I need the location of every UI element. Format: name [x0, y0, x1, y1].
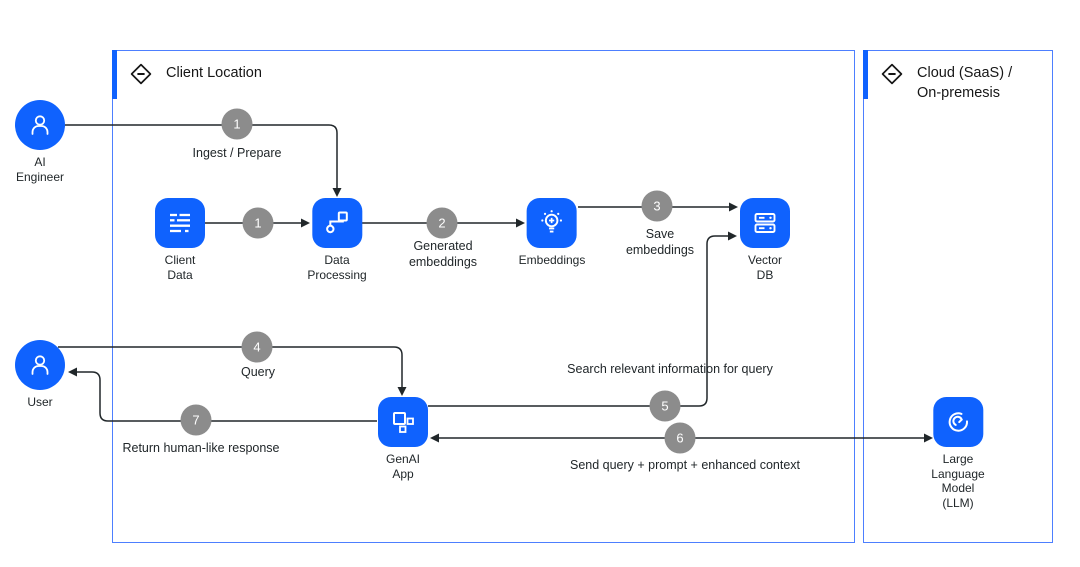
step-number: 5	[661, 398, 669, 414]
node-user: User	[15, 340, 65, 410]
node-data-processing: Data Processing	[307, 198, 367, 282]
step-badge-1-data: 1	[242, 207, 274, 239]
step-badge-1-ingest: 1	[221, 108, 253, 140]
database-servers-icon	[740, 198, 790, 248]
step-badge-7: 7	[180, 404, 212, 436]
step-number: 7	[192, 412, 200, 428]
cloud-container	[862, 49, 1053, 543]
container-accent-bar	[862, 49, 868, 99]
step-badge-2: 2	[426, 207, 458, 239]
step-number: 2	[438, 215, 446, 231]
idea-lightbulb-icon	[527, 198, 577, 248]
step-badge-5: 5	[649, 390, 681, 422]
step-number: 4	[253, 339, 261, 355]
container-accent-bar	[111, 49, 117, 99]
node-genai-app: GenAI App	[378, 397, 428, 481]
node-client-data: Client Data	[155, 198, 205, 282]
client-location-header: Client Location	[129, 62, 262, 86]
node-llm: Large Language Model (LLM)	[931, 397, 985, 511]
node-vector-db: Vector DB	[740, 198, 790, 282]
node-ai-engineer: AI Engineer	[15, 100, 65, 184]
node-label: Client Data	[164, 253, 196, 282]
deployment-diamond-icon	[129, 62, 153, 86]
node-label: Large Language Model (LLM)	[931, 452, 985, 510]
ai-swirl-icon	[932, 397, 983, 447]
step-number: 6	[676, 430, 684, 446]
node-label: Data Processing	[307, 253, 367, 282]
step-number: 1	[254, 215, 262, 231]
client-location-container	[111, 49, 855, 543]
step-number: 3	[653, 198, 661, 214]
step-badge-6: 6	[664, 422, 696, 454]
edge-label-ingest-prepare: Ingest / Prepare	[192, 146, 282, 160]
edge-label-send-query-prompt-context: Send query + prompt + enhanced context	[569, 458, 801, 472]
edge-label-search-relevant-information: Search relevant information for query	[567, 362, 773, 376]
person-icon	[15, 340, 65, 390]
node-label: AI Engineer	[15, 155, 65, 184]
edge-label-generated-embeddings: Generated embeddings	[408, 239, 478, 270]
edge-label-save-embeddings: Save embeddings	[625, 227, 695, 258]
step-number: 1	[233, 116, 241, 132]
edge-label-return-response: Return human-like response	[122, 441, 280, 455]
step-badge-3: 3	[641, 190, 673, 222]
step-badge-4: 4	[241, 331, 273, 363]
flow-processing-icon	[312, 198, 362, 248]
node-label: Embeddings	[518, 253, 586, 267]
edge-label-query: Query	[240, 365, 276, 379]
node-label: User	[27, 395, 53, 409]
data-rows-icon	[155, 198, 205, 248]
node-label: GenAI App	[385, 452, 421, 481]
apps-squares-icon	[378, 397, 428, 447]
cloud-header: Cloud (SaaS) / On-premesis	[880, 62, 1012, 103]
client-location-title: Client Location	[166, 65, 262, 81]
deployment-diamond-icon	[880, 62, 904, 86]
node-label: Vector DB	[747, 253, 783, 282]
node-embeddings: Embeddings	[518, 198, 586, 268]
cloud-title: Cloud (SaaS) / On-premesis	[917, 65, 1013, 101]
person-icon	[15, 100, 65, 150]
